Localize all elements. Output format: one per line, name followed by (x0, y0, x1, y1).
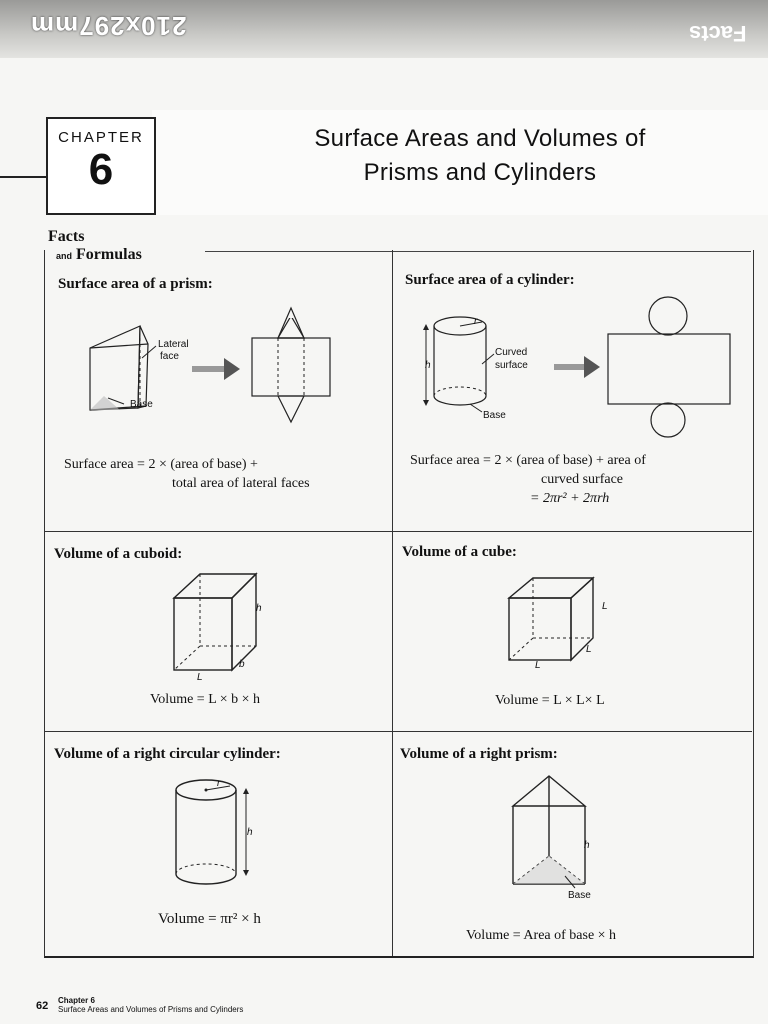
prismv-label-base: Base (568, 890, 591, 901)
mirrored-paper-size-text: 210x297mm (30, 11, 187, 41)
grid-divider-vertical (392, 250, 393, 956)
cube-volume-heading: Volume of a cube: (402, 544, 517, 560)
cube-volume-formula: Volume = L × L× L (495, 693, 605, 708)
facts-rule (205, 251, 751, 252)
chapter-label: CHAPTER (58, 129, 144, 146)
label-face: face (160, 351, 179, 362)
cuboid-label-h: h (256, 603, 262, 614)
cylinder-volume-heading: Volume of a right circular cylinder: (54, 746, 281, 762)
cube-diagram (507, 576, 595, 662)
and-word: and (56, 251, 73, 261)
page-number: 62 (36, 1000, 49, 1012)
footer-chapter: Chapter 6 (58, 996, 95, 1005)
formula-grid (44, 250, 754, 958)
top-strip: 210x297mm Facts (0, 0, 768, 58)
prism-volume-heading: Volume of a right prism: (400, 746, 558, 762)
chapter-box: CHAPTER 6 (46, 117, 156, 215)
cylinder-diagram (175, 779, 249, 885)
formulas-word: Formulas (76, 246, 142, 263)
page (0, 58, 768, 1024)
cylinder-surface-formula-2: curved surface (541, 472, 624, 487)
label-lateral: Lateral (158, 339, 189, 350)
cylv-label-h: h (247, 827, 253, 838)
prism-net-top-triangle (277, 306, 305, 339)
title-line-2: Prisms and Cylinders (363, 159, 597, 186)
prismv-label-h: h (584, 840, 590, 851)
chapter-rule (0, 176, 46, 178)
prism-volume-formula: Volume = Area of base × h (466, 928, 617, 943)
cylinder-surface-formula-3: = 2πr² + 2πrh (530, 491, 610, 506)
prism-surface-heading: Surface area of a prism: (58, 276, 213, 292)
prism-surface-formula-1: Surface area = 2 × (area of base) + (64, 457, 258, 472)
cuboid-diagram (172, 572, 258, 672)
cube-label-L3: L (535, 660, 541, 671)
grid-divider-row1 (44, 531, 752, 532)
right-prism-diagram (511, 775, 587, 889)
facts-word: Facts (48, 228, 85, 245)
cube-label-L1: L (602, 601, 608, 612)
cyl-label-h: h (425, 360, 431, 371)
title-panel (152, 110, 768, 215)
page-title: Surface Areas and Volumes of Prisms and … (230, 122, 730, 190)
mirrored-header-text: Facts (688, 21, 746, 46)
facts-formulas-logo: Facts and Formulas (48, 228, 142, 264)
cyl-label-r: r (474, 316, 478, 327)
title-line-1: Surface Areas and Volumes of (314, 125, 646, 152)
cuboid-label-b: b (239, 659, 245, 670)
cube-label-L2: L (586, 644, 592, 655)
prism-surface-formula-2: total area of lateral faces (172, 476, 310, 491)
footer-chapter-title: Surface Areas and Volumes of Prisms and … (58, 1005, 244, 1014)
cuboid-label-L: L (197, 672, 203, 683)
cylv-label-r: r (217, 778, 221, 789)
cylinder-net-diagram (423, 296, 731, 438)
cuboid-volume-heading: Volume of a cuboid: (54, 546, 183, 562)
grid-divider-row2 (44, 731, 752, 732)
cylinder-surface-heading: Surface area of a cylinder: (405, 272, 575, 288)
label-base: Base (130, 399, 153, 410)
chapter-number: 6 (88, 145, 114, 194)
cylinder-surface-formula-1: Surface area = 2 × (area of base) + area… (410, 453, 646, 468)
cyl-label-base: Base (483, 410, 506, 421)
label-surface: surface (495, 360, 528, 371)
label-curved: Curved (495, 347, 528, 358)
cylinder-volume-formula: Volume = πr² × h (158, 911, 261, 927)
cuboid-volume-formula: Volume = L × b × h (150, 692, 261, 707)
